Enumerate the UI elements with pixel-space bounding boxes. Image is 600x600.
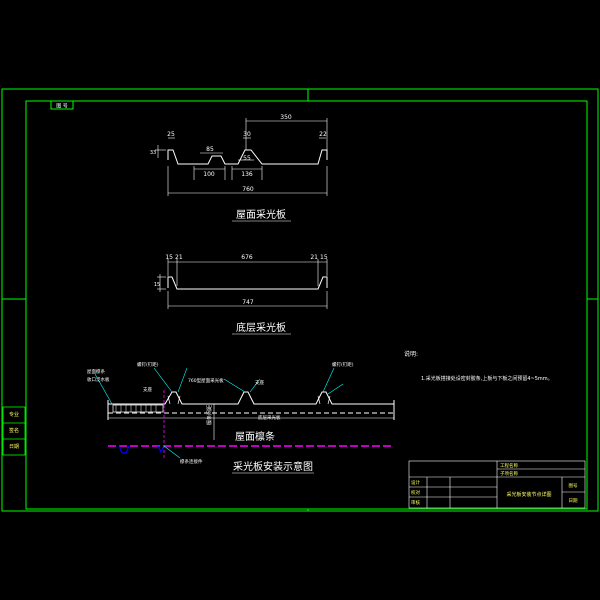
dim-t25: 25 bbox=[167, 131, 175, 138]
install-purlin-label: 屋面檩条 bbox=[235, 430, 275, 443]
notes-heading: 说明: bbox=[404, 350, 418, 358]
dim-h136: 136 bbox=[241, 171, 253, 178]
install-label-fastener-b: 螺钉(钉距) bbox=[332, 361, 354, 368]
dim-total-747: 747 bbox=[242, 299, 254, 306]
install-label-left-bottom: 收口泛水板 bbox=[87, 376, 110, 383]
left-strip-cell-0: 专业 bbox=[9, 411, 19, 418]
dim-top-right: 350 bbox=[280, 114, 292, 121]
tb-row-2: 审核 bbox=[411, 499, 420, 506]
install-label-purlin-bolt: 檩条连接件 bbox=[180, 458, 203, 465]
install-label-fastener-a: 螺钉(钉距) bbox=[137, 361, 159, 368]
install-title: 采光板安装示意图 bbox=[233, 460, 313, 473]
tb-right-label-0: 图号 bbox=[569, 483, 578, 489]
title-block bbox=[408, 460, 586, 509]
left-strip bbox=[2, 406, 26, 456]
install-vertical-label: 檩条间距 bbox=[206, 405, 213, 425]
install-leaders bbox=[94, 367, 344, 459]
install-label-panel-760: 760型屋面采光板 bbox=[188, 377, 224, 384]
install-label-support-b: 支座 bbox=[255, 379, 264, 386]
roof-panel-title: 屋面采光板 bbox=[236, 208, 286, 221]
dim-height-left: 33 bbox=[150, 150, 156, 156]
install-label-bottom-panel: 底层采光板 bbox=[258, 414, 281, 421]
notes-line-1: 1.采光板搭接处设密封胶条,上板与下板之间预留4~5mm。 bbox=[421, 375, 553, 382]
bottom-panel-profile bbox=[167, 276, 328, 290]
dim-total-760: 760 bbox=[242, 186, 254, 193]
left-strip-cell-1: 签名 bbox=[9, 427, 19, 434]
dim-t30: 30 bbox=[243, 131, 251, 138]
install-roof-panel bbox=[108, 391, 394, 405]
dim-t22: 22 bbox=[319, 131, 327, 138]
install-flashing-block bbox=[112, 404, 164, 413]
tb-top-label-0: 工程名称 bbox=[500, 462, 518, 469]
left-strip-cell-2: 日期 bbox=[9, 444, 19, 450]
inner-border bbox=[25, 100, 588, 510]
purlin-clip-mid bbox=[157, 445, 165, 454]
dim-right-b: 15 bbox=[320, 254, 328, 261]
tb-row-1: 校对 bbox=[411, 489, 420, 496]
bottom-panel-title: 底层采光板 bbox=[236, 321, 286, 334]
bottom-panel-dimensions bbox=[157, 259, 328, 309]
tb-row-0: 设计 bbox=[411, 479, 420, 486]
outer-border bbox=[1, 88, 599, 512]
dim-right-a: 21 bbox=[310, 254, 318, 261]
drawing-frame bbox=[1, 88, 599, 512]
corner-tag-box bbox=[50, 100, 74, 110]
dim-bottom-height-left: 15 bbox=[154, 282, 160, 288]
install-label-support-a: 支座 bbox=[143, 386, 152, 393]
purlin-clip-left bbox=[118, 445, 130, 454]
dim-left-b: 21 bbox=[175, 254, 183, 261]
dim-h55: 55 bbox=[243, 155, 251, 162]
corner-tag: 图 号 bbox=[56, 104, 68, 110]
roof-panel-dimensions bbox=[155, 118, 328, 196]
dim-h85: 85 bbox=[206, 146, 214, 153]
dim-left-a: 15 bbox=[165, 254, 173, 261]
tb-drawing-name: 采光板安装节点详图 bbox=[506, 491, 551, 498]
roof-panel-profile bbox=[167, 149, 328, 165]
install-label-left-top: 屋面檩条 bbox=[87, 368, 105, 375]
tb-right-label-1: 日期 bbox=[569, 498, 578, 504]
install-diagram bbox=[94, 367, 395, 460]
dim-middle-676: 676 bbox=[241, 254, 253, 261]
dim-h100: 100 bbox=[203, 171, 215, 178]
tb-top-label-1: 子项名称 bbox=[500, 470, 518, 477]
